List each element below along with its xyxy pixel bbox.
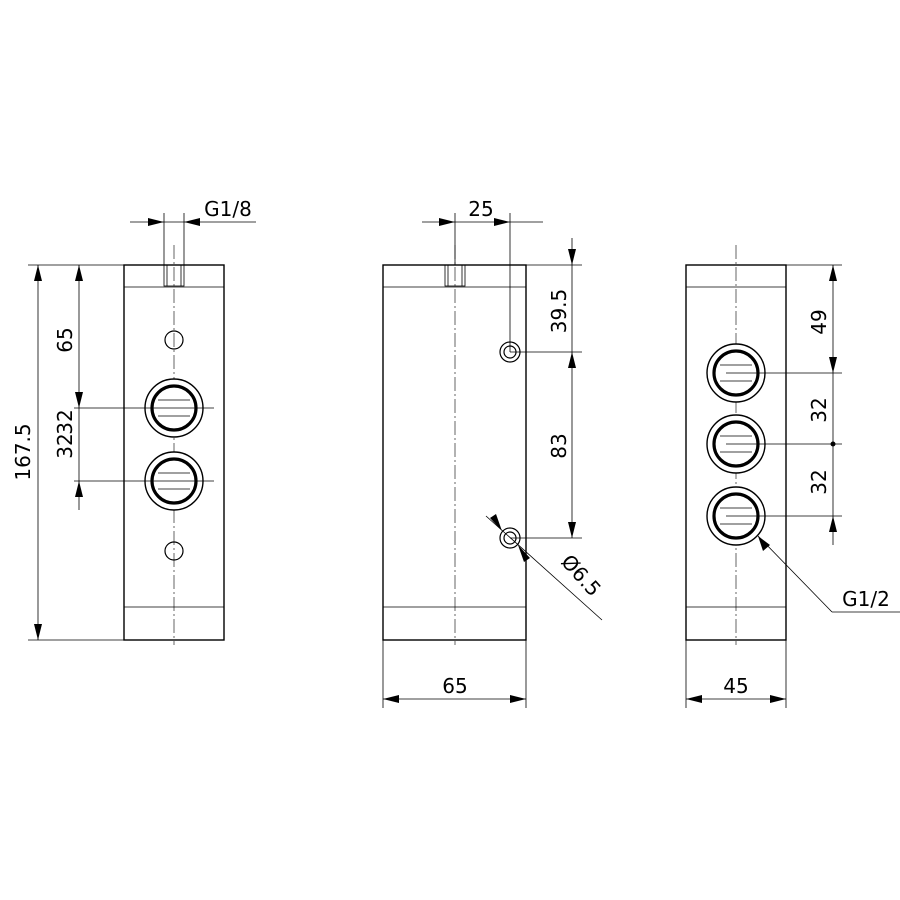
middle-diameter-leader (485, 515, 603, 621)
left-pitch-2-label: 32 (53, 433, 77, 458)
left-small-hole (164, 541, 184, 561)
left-upper-label: 65 (53, 327, 77, 352)
middle-hole-spacing-label: 83 (547, 433, 571, 458)
right-pitch-2-label: 32 (807, 469, 831, 494)
middle-width-label: 65 (442, 674, 467, 698)
middle-view: 25 39.5 83 Ø6.5 65 (382, 197, 606, 708)
left-port-thread-label: G1/8 (204, 197, 252, 221)
right-view: 49 32 32 G1/2 45 (685, 245, 900, 708)
right-thread-leader (757, 535, 833, 613)
middle-first-hole-label: 39.5 (547, 289, 571, 334)
right-port-thread-label: G1/2 (842, 587, 890, 611)
right-body-outline (685, 264, 787, 641)
middle-top-offset-label: 25 (468, 197, 493, 221)
right-width-label: 45 (723, 674, 748, 698)
middle-body-outline (382, 264, 527, 641)
left-pitch-1-label: 32 (53, 409, 77, 434)
right-pitch-1-label: 32 (807, 397, 831, 422)
middle-hole-diameter-label: Ø6.5 (556, 550, 606, 601)
left-view: 167.5 65 32 32 G1/8 (11, 197, 256, 645)
left-small-hole (164, 330, 184, 350)
left-total-height-label: 167.5 (11, 423, 35, 480)
right-upper-label: 49 (807, 309, 831, 334)
